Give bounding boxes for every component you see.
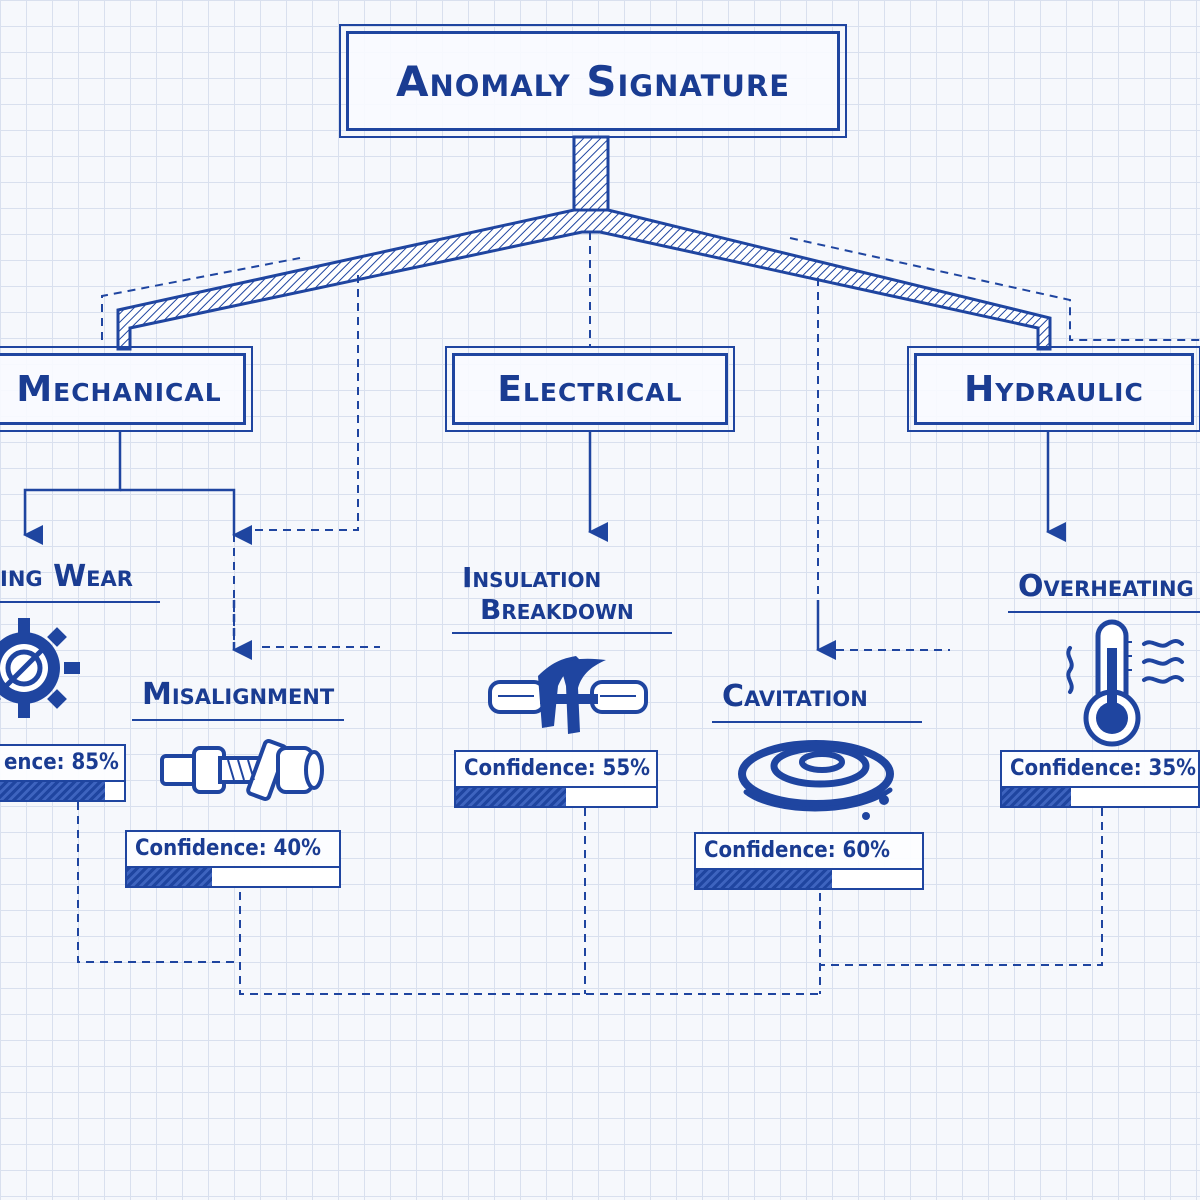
confidence-fill [127, 868, 212, 886]
confidence-box-insulation-breakdown: Confidence: 55% [454, 750, 658, 808]
confidence-text: Confidence: 40% [135, 836, 321, 861]
anomaly-label-misalignment: Misalignment [132, 677, 345, 721]
anomaly-label-text: Cavitation [722, 679, 868, 714]
anomaly-label-text: ing Wear [0, 559, 133, 594]
confidence-fill [0, 782, 105, 800]
confidence-bar [456, 786, 656, 806]
category-label: Electrical [497, 368, 683, 410]
anomaly-label-overheating: Overheating [1008, 569, 1200, 613]
tree-trunk [116, 135, 1052, 351]
confidence-box-cavitation: Confidence: 60% [694, 832, 924, 890]
anomaly-label-line2: Breakdown [480, 593, 634, 627]
gear-icon [0, 618, 80, 718]
diagram-title: Anomaly Signature [395, 56, 791, 106]
category-hydraulic: Hydraulic [907, 346, 1200, 432]
confidence-text: ence: 85% [4, 750, 119, 775]
anomaly-label-text: Overheating [1018, 569, 1194, 604]
swirl-icon [738, 740, 894, 820]
anomaly-label-text: Misalignment [142, 677, 335, 712]
dashed-links [77, 232, 1200, 995]
category-electrical: Electrical [445, 346, 735, 432]
anomaly-label-cavitation: Cavitation [712, 679, 922, 723]
anomaly-label-wear: ing Wear [0, 559, 160, 603]
confidence-fill [1002, 788, 1071, 806]
category-mechanical: Mechanical [0, 346, 253, 432]
category-label: Hydraulic [964, 368, 1144, 410]
frayed-cable-icon [488, 656, 648, 734]
confidence-box-misalignment: Confidence: 40% [125, 830, 341, 888]
confidence-bar [1002, 786, 1198, 806]
confidence-bar [0, 780, 124, 800]
confidence-bar [127, 866, 339, 886]
confidence-box-wear: ence: 85% [0, 744, 126, 802]
shaft-coupling-icon [160, 739, 324, 801]
anomaly-label-insulation-breakdown: Insulation Breakdown [452, 561, 672, 635]
solid-arrows [23, 430, 1066, 660]
confidence-fill [456, 788, 566, 806]
confidence-text: Confidence: 55% [464, 756, 650, 781]
confidence-box-overheating: Confidence: 35% [1000, 750, 1200, 808]
confidence-text: Confidence: 35% [1010, 756, 1196, 781]
title-box: Anomaly Signature [339, 24, 847, 138]
confidence-fill [696, 870, 832, 888]
category-label: Mechanical [16, 368, 222, 410]
thermometer-icon [1066, 619, 1184, 747]
confidence-bar [696, 868, 922, 888]
anomaly-label-line1: Insulation [462, 561, 602, 594]
confidence-text: Confidence: 60% [704, 838, 890, 863]
